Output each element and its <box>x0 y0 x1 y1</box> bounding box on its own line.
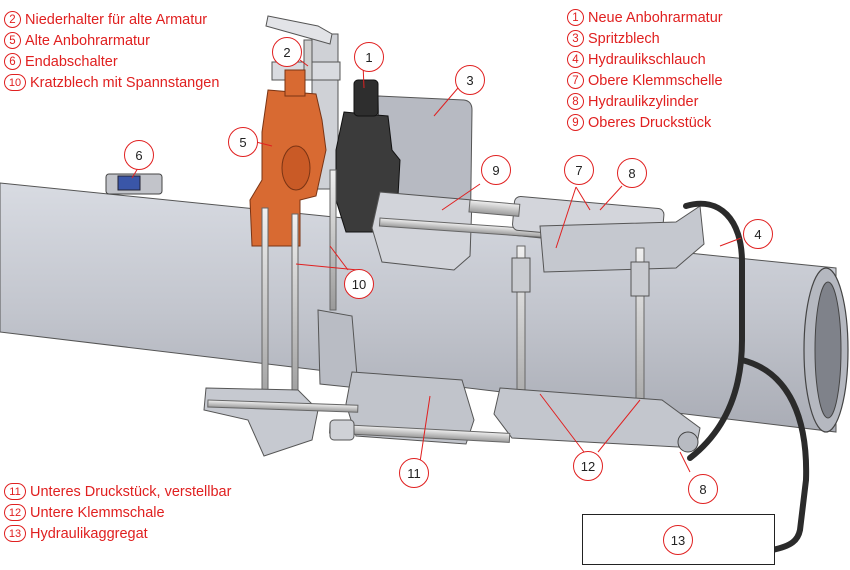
marker-2: 2 <box>272 37 302 67</box>
marker-11: 11 <box>399 458 429 488</box>
end-switch-body <box>117 175 141 191</box>
lower-scraper-bracket <box>203 387 319 457</box>
hydraulic-cylinder-rod <box>468 199 521 217</box>
hold-down-handle <box>265 15 333 45</box>
lower-pressure-piece <box>345 371 475 445</box>
upper-clamp <box>539 205 705 273</box>
leader-lines <box>131 59 742 473</box>
tie-rod-right <box>329 169 337 311</box>
marker-7: 7 <box>564 155 594 185</box>
marker-3: 3 <box>455 65 485 95</box>
clamp-nut-right <box>630 261 650 297</box>
hydraulic-unit-box: 13 <box>582 514 775 565</box>
marker-9: 9 <box>481 155 511 185</box>
clamp-nut-left <box>511 257 531 293</box>
tie-rod-center <box>291 213 299 411</box>
marker-4: 4 <box>743 219 773 249</box>
new-fitting-top <box>353 79 379 117</box>
old-fitting-cap <box>284 69 306 97</box>
old-fitting-outlet <box>281 145 311 191</box>
lower-clamp-pivot <box>677 431 699 453</box>
hydraulic-hose <box>683 200 810 553</box>
marker-5: 5 <box>228 127 258 157</box>
marker-13: 13 <box>663 525 693 555</box>
lower-rod-bar <box>207 399 359 413</box>
marker-10: 10 <box>344 269 374 299</box>
marker-12: 12 <box>573 451 603 481</box>
hold-down-screw <box>303 39 313 81</box>
tie-rod-left <box>261 207 269 421</box>
lower-rod-knob <box>329 419 355 441</box>
pipe-bore <box>814 281 842 419</box>
marker-6: 6 <box>124 140 154 170</box>
marker-8-lower: 8 <box>688 474 718 504</box>
marker-1: 1 <box>354 42 384 72</box>
marker-8: 8 <box>617 158 647 188</box>
